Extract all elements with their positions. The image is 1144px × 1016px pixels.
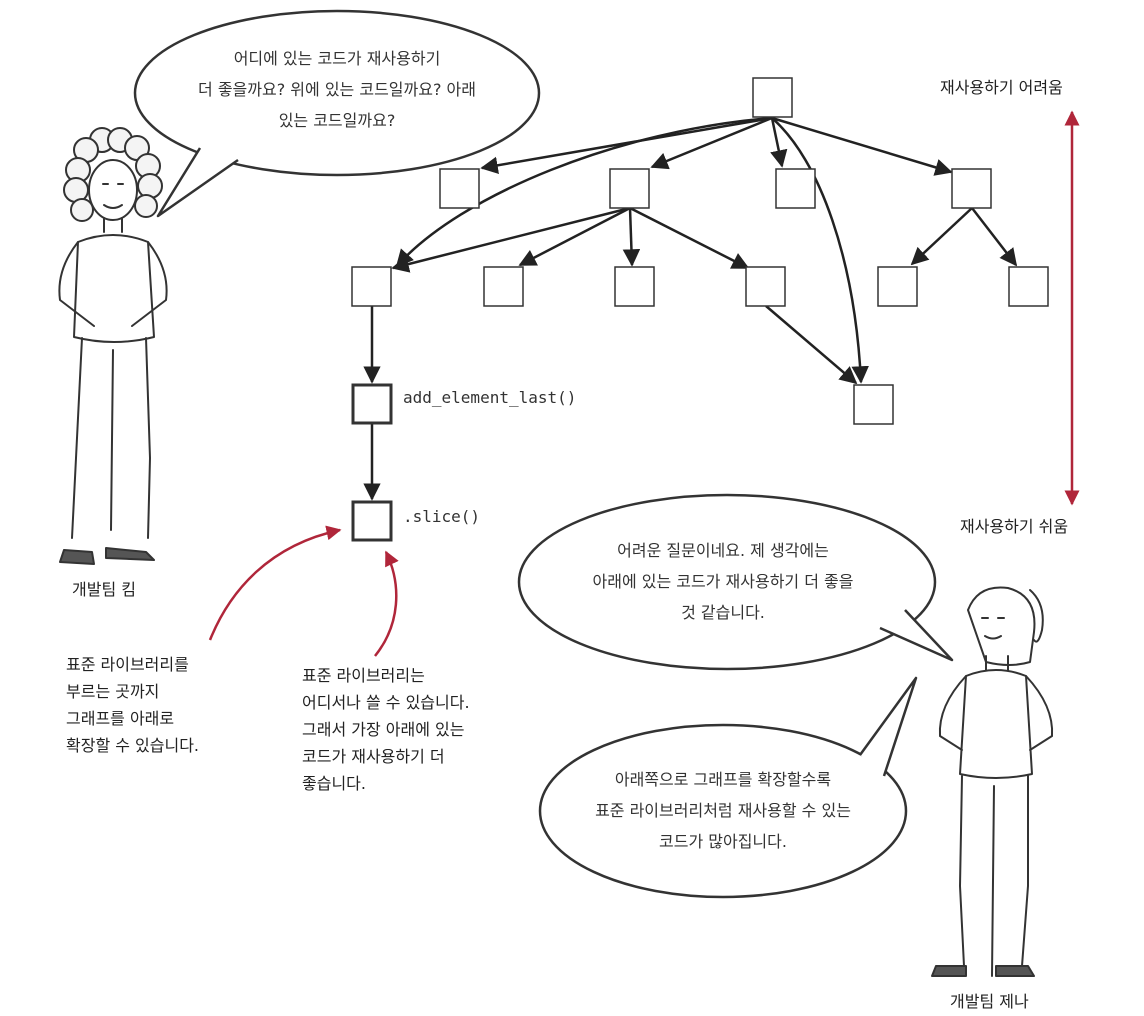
func-label-add-element-last: add_element_last() — [403, 388, 577, 407]
jenna-illustration — [931, 586, 1054, 977]
edge-a2-b3 — [622, 207, 641, 267]
speech-bubble-jenna-answer — [517, 493, 954, 671]
kim-illustration — [58, 127, 168, 565]
edge-a2-b1 — [391, 206, 631, 273]
kim-name-label: 개발팀 킴 — [72, 580, 136, 599]
edge-a2-b2 — [518, 206, 631, 267]
speech-bubble-kim — [133, 9, 541, 218]
jenna-answer-text: 어려운 질문이네요. 제 생각에는 아래에 있는 코드가 재사용하기 더 좋을 … — [592, 541, 854, 622]
note-middle: 표준 라이브러리는 어디서나 쓸 수 있습니다. 그래서 가장 아래에 있는 코… — [302, 666, 470, 793]
node-b2 — [483, 266, 524, 307]
edge-b4-c — [765, 305, 858, 385]
node-slice — [351, 500, 393, 542]
note-left: 표준 라이브러리를 부르는 곳까지 그래프를 아래로 확장할 수 있습니다. — [66, 655, 200, 755]
node-b3 — [614, 266, 655, 307]
edge-a2-b4 — [629, 206, 750, 270]
scale-label-hard: 재사용하기 어려움 — [940, 78, 1063, 97]
node-b6 — [1008, 266, 1049, 307]
annotation-arrow-left — [208, 525, 342, 641]
node-a4 — [951, 168, 992, 209]
edge-a4-b5 — [910, 207, 973, 266]
edge-root-c — [771, 117, 869, 384]
jenna-extend-text: 아래쪽으로 그래프를 확장할수록 표준 라이브러리처럼 재사용할 수 있는 코드… — [595, 770, 851, 851]
node-a3 — [775, 168, 816, 209]
edge-root-a4 — [771, 116, 953, 176]
graph-edges — [363, 116, 1018, 501]
node-root — [752, 77, 793, 118]
node-a1 — [439, 168, 480, 209]
node-b1 — [351, 266, 392, 307]
kim-question-text: 어디에 있는 코드가 재사용하기 더 좋을까요? 위에 있는 코드일까요? 아래… — [198, 49, 476, 130]
edge-root-a3 — [770, 117, 788, 168]
node-a2 — [609, 168, 650, 209]
speech-bubble-jenna-extend — [538, 676, 918, 899]
annotation-arrow-middle — [374, 550, 399, 657]
graph-nodes — [351, 77, 1049, 542]
edge-root-b1 — [395, 116, 773, 268]
scale-label-easy: 재사용하기 쉬움 — [960, 517, 1069, 536]
node-b5 — [877, 266, 918, 307]
node-b4 — [745, 266, 786, 307]
edge-a4-b6 — [971, 207, 1018, 267]
func-label-slice: .slice() — [403, 507, 481, 526]
jenna-name-label: 개발팀 제나 — [950, 992, 1029, 1011]
edge-root-a2 — [650, 116, 773, 170]
kim-hair — [63, 127, 163, 222]
node-add-element-last — [351, 383, 393, 425]
node-c — [853, 384, 894, 425]
